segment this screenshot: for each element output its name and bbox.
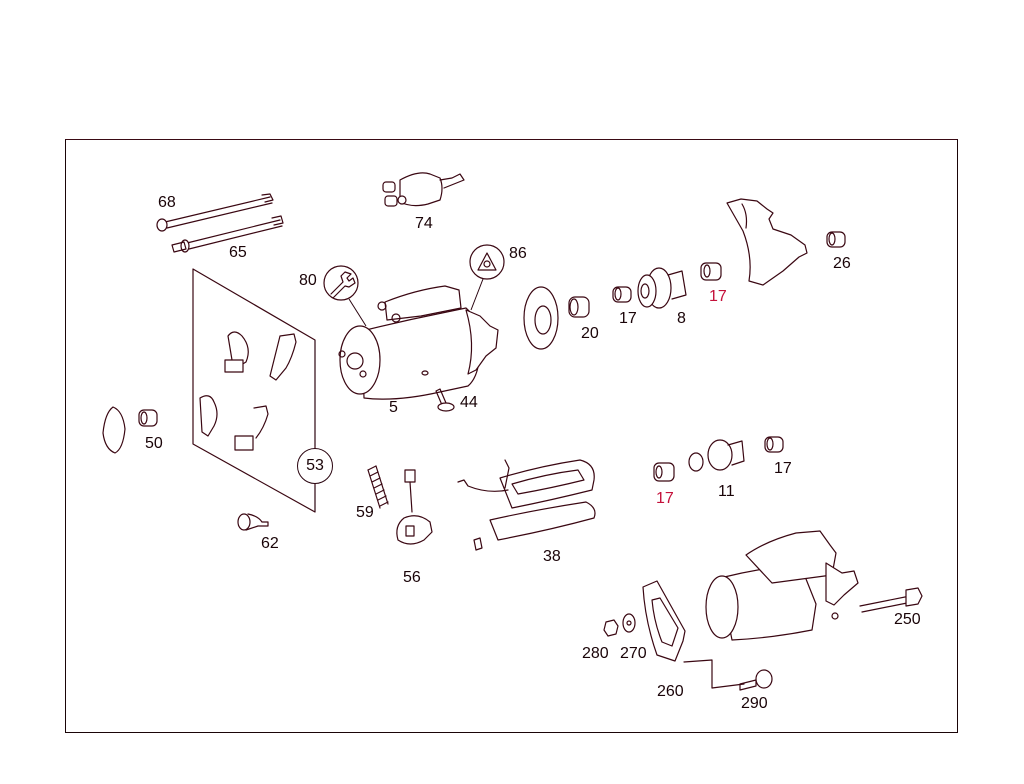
part-starter-motor-replacement[interactable] — [705, 530, 859, 641]
callout-270[interactable]: 270 — [620, 645, 647, 662]
callout-26[interactable]: 26 — [833, 255, 851, 272]
part-74-solenoid[interactable] — [382, 172, 465, 207]
part-44-screw[interactable] — [435, 388, 455, 412]
callout-53-circled[interactable]: 53 — [297, 448, 333, 484]
callout-86[interactable]: 86 — [509, 245, 527, 262]
callout-290[interactable]: 290 — [741, 695, 768, 712]
callout-260[interactable]: 260 — [657, 683, 684, 700]
callout-5[interactable]: 5 — [389, 399, 398, 416]
part-5-starter-motor[interactable] — [338, 285, 499, 400]
callout-65[interactable]: 65 — [229, 244, 247, 261]
callout-17[interactable]: 17 — [619, 310, 637, 327]
callout-68[interactable]: 68 — [158, 194, 176, 211]
part-50-end-cap[interactable] — [102, 406, 158, 454]
part-drive-end-housing[interactable] — [726, 198, 808, 286]
part-86-flange-symbol — [469, 244, 505, 311]
part-250-bolt[interactable] — [859, 587, 923, 613]
part-59-spring[interactable] — [367, 465, 389, 509]
part-62-clip[interactable] — [237, 513, 269, 531]
part-17-bushing-b[interactable] — [700, 262, 722, 281]
callout-20[interactable]: 20 — [581, 325, 599, 342]
part-disc[interactable] — [523, 286, 559, 350]
part-280-nut[interactable] — [603, 619, 619, 637]
part-68-bolt[interactable] — [156, 193, 274, 232]
callout-17-right[interactable]: 17 — [774, 460, 792, 477]
callout-17-highlight-2[interactable]: 17 — [656, 490, 674, 507]
callout-44[interactable]: 44 — [460, 394, 478, 411]
callout-8[interactable]: 8 — [677, 310, 686, 327]
callout-38[interactable]: 38 — [543, 548, 561, 565]
part-290-bolt[interactable] — [739, 669, 773, 691]
callout-250[interactable]: 250 — [894, 611, 921, 628]
part-53-brush-set-panel[interactable] — [192, 268, 316, 513]
part-26-bushing[interactable] — [826, 231, 846, 248]
callout-74[interactable]: 74 — [415, 215, 433, 232]
callout-80[interactable]: 80 — [299, 272, 317, 289]
diagram-frame — [65, 139, 958, 733]
callout-17-highlight[interactable]: 17 — [709, 288, 727, 305]
callout-59[interactable]: 59 — [356, 504, 374, 521]
part-56-brush-holder[interactable] — [396, 469, 433, 545]
part-270-washer[interactable] — [622, 613, 636, 633]
callout-50[interactable]: 50 — [145, 435, 163, 452]
part-17-bushing-a[interactable] — [612, 286, 632, 303]
part-80-tool-symbol — [323, 265, 367, 327]
callout-11[interactable]: 11 — [718, 483, 735, 500]
callout-56[interactable]: 56 — [403, 569, 421, 586]
callout-62[interactable]: 62 — [261, 535, 279, 552]
part-20-bushing[interactable] — [568, 296, 590, 318]
part-8-pinion-drive[interactable] — [637, 267, 687, 309]
part-65-bolt[interactable] — [171, 215, 284, 253]
part-260-mounting-bracket[interactable] — [642, 580, 745, 689]
part-38-field-winding[interactable] — [457, 459, 596, 551]
callout-280[interactable]: 280 — [582, 645, 609, 662]
part-11-pinion[interactable] — [653, 436, 784, 482]
